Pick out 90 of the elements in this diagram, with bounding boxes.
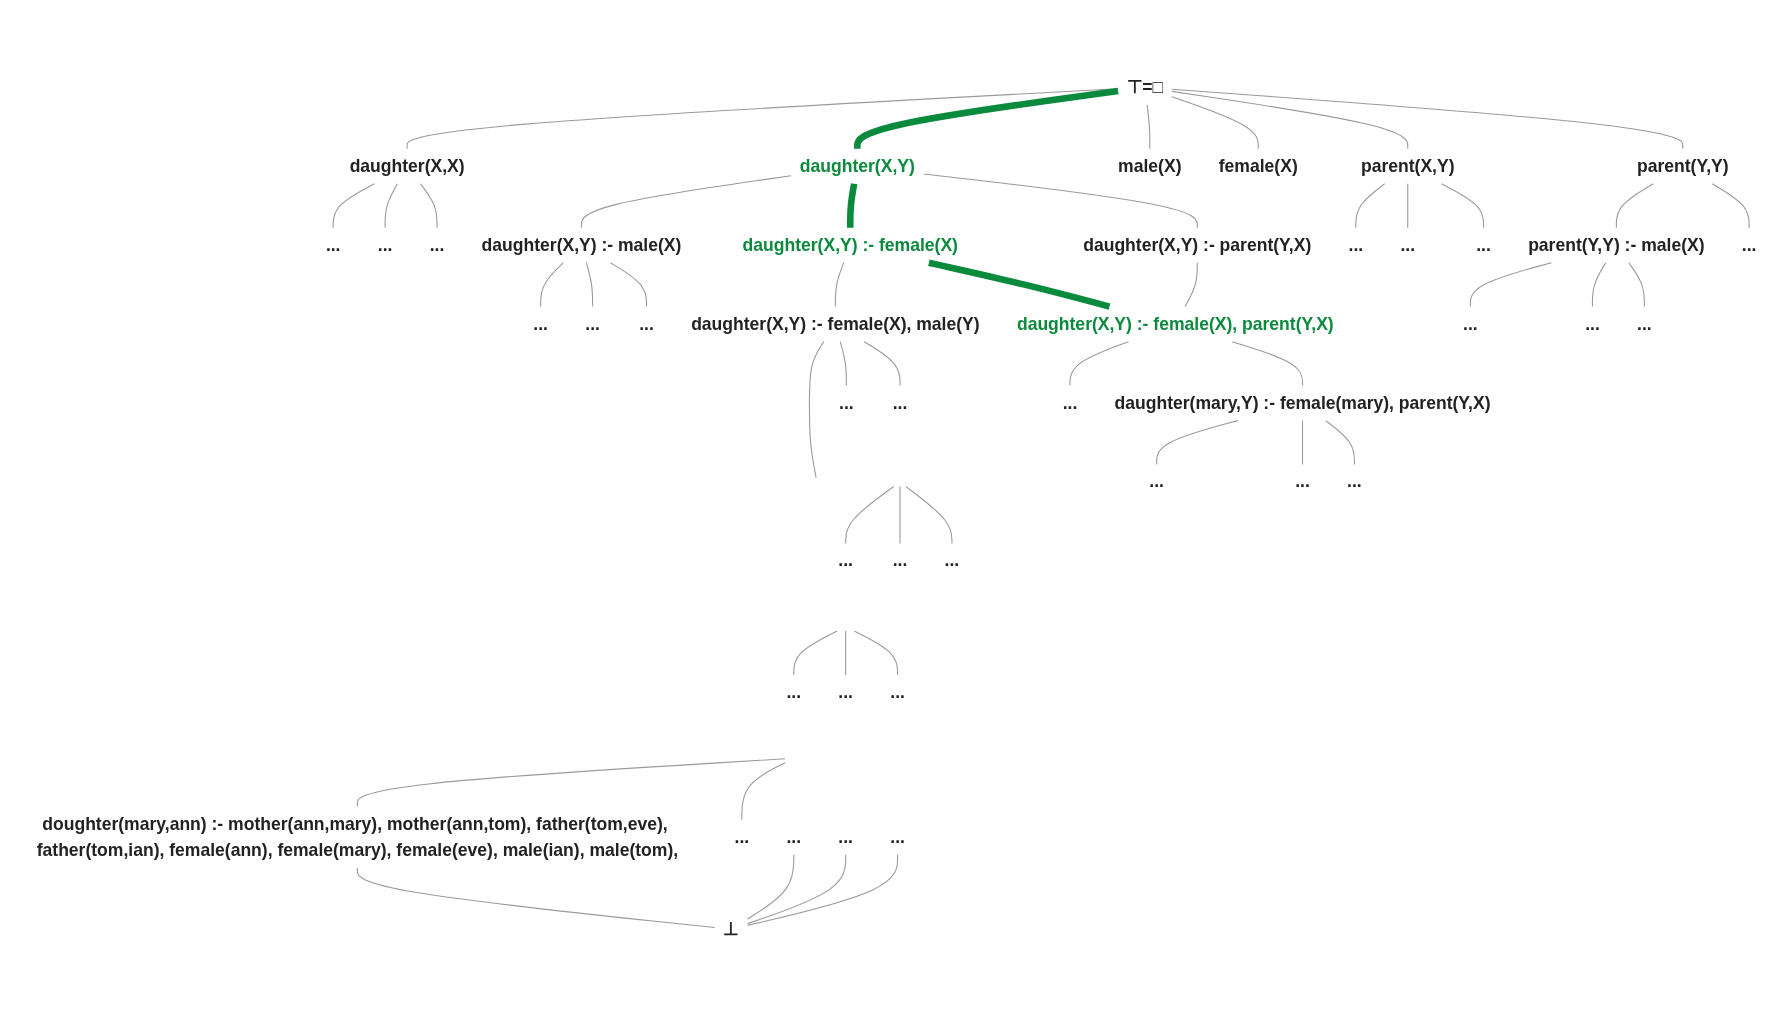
connector-line (356, 757, 786, 807)
connector-line (839, 340, 847, 386)
connector-line (1355, 182, 1386, 228)
connector-line (741, 761, 786, 820)
term-label: ... (377, 235, 393, 254)
term-label: ... (1062, 392, 1078, 412)
term-label: ... (786, 682, 802, 701)
connector-line (585, 261, 594, 307)
term-label: ... (1347, 471, 1362, 491)
term-label: parent(X,Y) (1360, 156, 1455, 175)
connector-line (905, 485, 953, 544)
term-label: ... (734, 827, 750, 846)
term-label: doughter(mary,ann) :- mother(ann,mary), mother(ann,tom), father(tom,eve), father(tom,ian), female(ann), female(mary), female(eve), male(ian), male(tom), (36, 813, 679, 859)
connector-line (1069, 340, 1130, 386)
connector-line (846, 182, 858, 228)
term-label: ... (838, 682, 853, 701)
term-label: ... (429, 235, 445, 254)
term-label: ... (1585, 313, 1600, 333)
connector-line (854, 87, 1119, 149)
term-label: ... (892, 392, 908, 412)
term-label: ... (325, 235, 341, 254)
connector-line (808, 340, 825, 478)
connector-line (863, 340, 901, 386)
term-label: daughter(X,X) (349, 156, 465, 175)
connector-line (540, 261, 564, 307)
term-label: ... (1637, 313, 1652, 333)
term-label: ⊤=□ (1126, 77, 1164, 96)
connector-line (609, 261, 648, 307)
connector-line (1407, 182, 1409, 228)
term-label: ... (1463, 313, 1478, 333)
term-label: daughter(X,Y) :- male(X) (481, 235, 682, 254)
term-label: ... (533, 313, 548, 333)
connector-line (1628, 261, 1645, 307)
term-label: ... (890, 827, 905, 846)
connector-line (1184, 261, 1198, 307)
term-label: parent(Y,Y) (1636, 156, 1729, 175)
connector-line (1591, 261, 1607, 307)
connector-line (899, 485, 901, 544)
connector-line (1156, 419, 1239, 465)
term-label: ... (944, 550, 960, 570)
term-label: daughter(X,Y) (799, 156, 915, 175)
connector-line (356, 867, 716, 928)
term-label: ... (1348, 235, 1364, 254)
term-label: ... (838, 550, 853, 570)
connector-line (419, 182, 438, 228)
connector-line (1231, 340, 1304, 386)
connector-line (1146, 104, 1151, 149)
connector-line (928, 259, 1111, 310)
connector-line (1440, 182, 1485, 228)
term-label: ... (1295, 471, 1310, 491)
connector-line (1302, 419, 1304, 465)
term-label: male(X) (1118, 156, 1182, 175)
term-label: ... (786, 827, 802, 846)
term-label: ⊥ (723, 919, 739, 938)
term-label: ... (892, 550, 908, 570)
connector-line (793, 630, 838, 676)
term-label: ... (639, 313, 654, 333)
connector-line (853, 630, 899, 676)
term-label: ... (839, 392, 854, 412)
connector-line (1615, 182, 1654, 228)
term-label: ... (1741, 235, 1757, 254)
term-label: ... (890, 682, 905, 701)
term-label: female(X) (1218, 156, 1298, 175)
connector-line (1469, 261, 1552, 307)
connector-line (747, 853, 899, 926)
connector-line (332, 182, 375, 228)
connector-line (747, 853, 795, 920)
connector-line (834, 261, 845, 307)
connector-line (845, 485, 895, 544)
connector-line (384, 182, 398, 228)
connector-line (747, 853, 847, 924)
term-label: daughter(mary,Y) :- female(mary), parent(Y,X) (1114, 392, 1491, 412)
connector-line (1171, 95, 1259, 149)
term-label: daughter(X,Y) :- female(X) (742, 235, 958, 254)
term-label: daughter(X,Y) :- female(X), parent(Y,X) (1016, 313, 1334, 333)
connector-line (923, 173, 1198, 228)
term-label: ... (838, 827, 853, 846)
term-label: daughter(X,Y) :- female(X), male(Y) (691, 313, 980, 333)
connector-line (1325, 419, 1355, 465)
term-label: parent(Y,Y) :- male(X) (1528, 235, 1705, 254)
term-label: ... (585, 313, 600, 333)
connector-line (1711, 182, 1750, 228)
connector-line (580, 174, 792, 228)
connector-line (1171, 88, 1684, 149)
term-label: ... (1149, 471, 1164, 491)
connector-line (1171, 90, 1409, 149)
term-label: daughter(X,Y) :- parent(Y,X) (1083, 235, 1312, 254)
term-label: ... (1400, 235, 1416, 254)
term-label: ... (1476, 235, 1491, 254)
connector-line (845, 630, 847, 676)
